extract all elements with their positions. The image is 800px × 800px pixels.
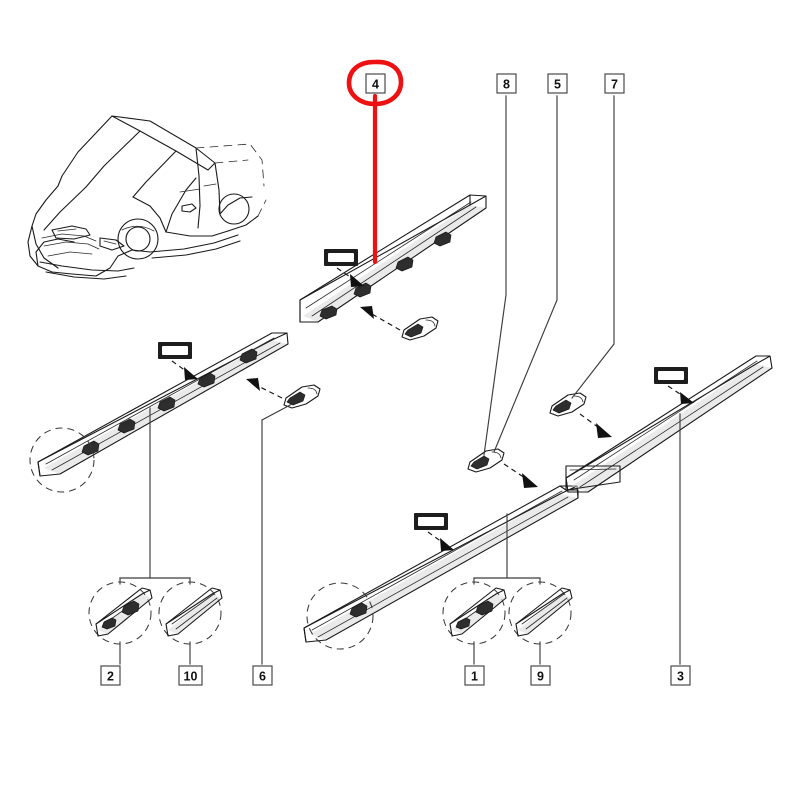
detail-bubble-1 [442, 581, 507, 645]
callout-6[interactable]: 6 [252, 665, 273, 686]
callout-2[interactable]: 2 [100, 665, 121, 686]
detail-circle-left-end [29, 427, 95, 493]
callout-9[interactable]: 9 [530, 665, 551, 686]
leader-7 [571, 95, 615, 399]
detail-circle-right-end [306, 582, 374, 650]
sill-clip-group-upper [319, 231, 452, 320]
vehicle-illustration [27, 115, 267, 280]
callout-4-label: 4 [372, 78, 379, 92]
assembly-left-sill [29, 332, 321, 493]
detached-clip-lower [467, 448, 505, 473]
callout-1[interactable]: 1 [464, 665, 485, 686]
callout-5[interactable]: 5 [547, 73, 568, 94]
leader-8 [483, 95, 507, 456]
callout-3[interactable]: 3 [670, 665, 691, 686]
detached-clip-left [283, 384, 321, 409]
highlight-ellipse [346, 59, 404, 107]
clip-symbol-left [158, 342, 192, 359]
sill-clip-group-lower [349, 602, 368, 618]
callout-2-label: 2 [107, 670, 114, 684]
detached-clip-upper [401, 316, 439, 341]
callout-7[interactable]: 7 [604, 73, 625, 94]
assembly-far-right-moulding [549, 355, 773, 493]
leader-6 [261, 403, 293, 665]
assembly-lower-right-sill [303, 448, 579, 650]
callout-10-label: 10 [184, 670, 198, 684]
detail-bubble-2 [88, 581, 153, 645]
moulding-end-piece [565, 465, 621, 491]
callout-10[interactable]: 10 [178, 665, 203, 686]
callout-9-label: 9 [537, 670, 544, 684]
detail-bubble-9 [508, 581, 573, 645]
detail-bubble-10 [158, 581, 223, 645]
detached-clip-right [549, 392, 587, 417]
bracket-left [119, 407, 191, 665]
callout-4[interactable]: 4 [365, 73, 386, 94]
callout-8-label: 8 [503, 78, 510, 92]
callout-1-label: 1 [471, 670, 478, 684]
clip-symbol-lower [414, 513, 448, 530]
assembly-upper-center-sill [299, 194, 487, 341]
bracket-right [473, 513, 541, 665]
clip-symbol-right [654, 367, 688, 384]
callout-7-label: 7 [611, 78, 618, 92]
callout-3-label: 3 [677, 670, 684, 684]
callout-6-label: 6 [259, 670, 266, 684]
clip-symbol-upper [324, 249, 358, 266]
callout-8[interactable]: 8 [496, 73, 517, 94]
leader-5 [493, 95, 558, 453]
callout-5-label: 5 [554, 78, 561, 92]
